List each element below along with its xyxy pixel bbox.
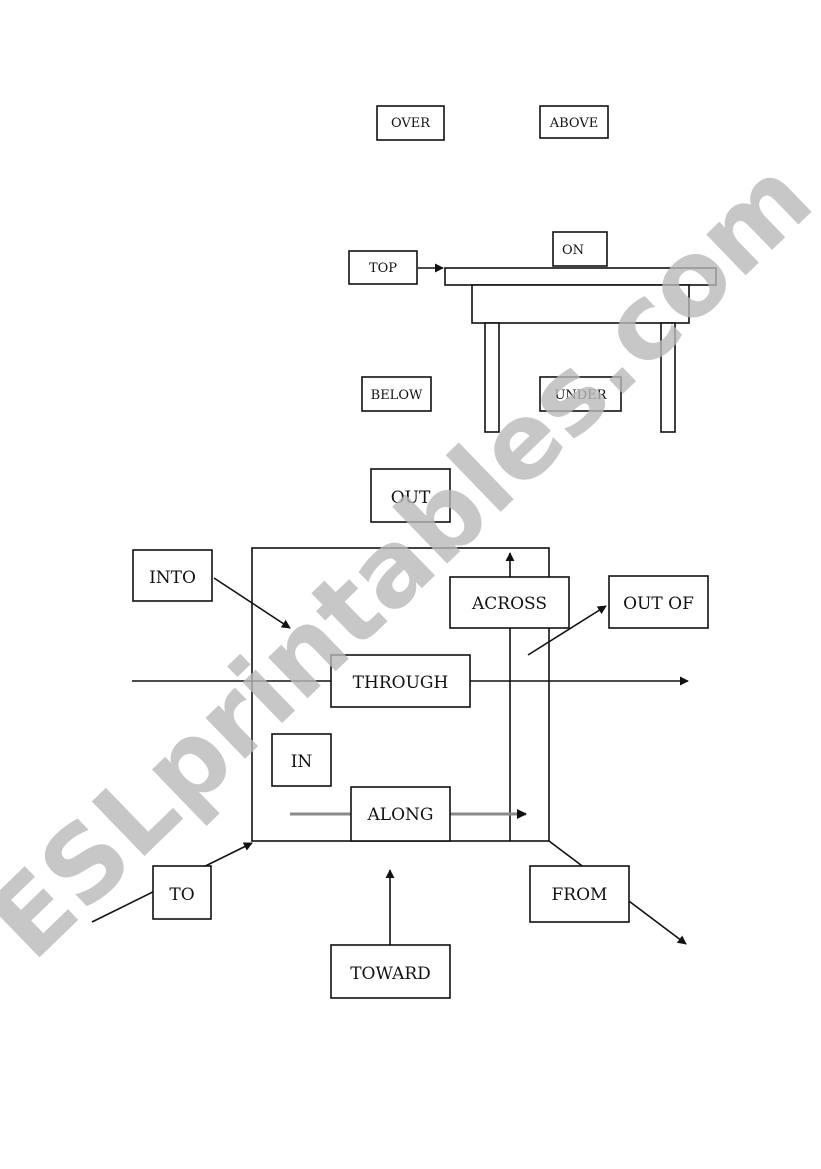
label-into-text: INTO — [149, 568, 196, 588]
label-below: BELOW — [361, 376, 432, 412]
label-to-text: TO — [169, 885, 194, 905]
label-toward-text: TOWARD — [350, 964, 431, 984]
label-over: OVER — [376, 105, 445, 141]
label-across-text: ACROSS — [471, 594, 547, 614]
label-top: TOP — [348, 250, 418, 285]
label-under: UNDER — [539, 376, 622, 412]
label-along-text: ALONG — [367, 805, 434, 825]
label-through: THROUGH — [330, 654, 471, 708]
label-out-of-text: OUT OF — [623, 594, 694, 614]
label-top-text: TOP — [369, 261, 397, 276]
label-on-text: ON — [562, 243, 584, 258]
label-to: TO — [152, 865, 212, 920]
table-apron — [471, 284, 690, 324]
label-over-text: OVER — [391, 116, 431, 131]
label-below-text: BELOW — [371, 388, 423, 403]
label-out: OUT — [370, 468, 451, 523]
label-across: ACROSS — [449, 576, 570, 629]
out-of-arrow — [527, 605, 607, 656]
label-from-text: FROM — [552, 885, 608, 905]
table-leg-left — [484, 322, 500, 433]
table-drawing — [444, 267, 717, 433]
table-leg-right — [660, 322, 676, 433]
label-toward: TOWARD — [330, 944, 451, 999]
label-from: FROM — [529, 865, 630, 923]
label-in: IN — [271, 733, 332, 787]
label-along: ALONG — [350, 786, 451, 842]
label-above: ABOVE — [539, 105, 609, 139]
label-through-text: THROUGH — [353, 673, 449, 693]
label-on: ON — [552, 231, 608, 267]
into-arrow — [213, 577, 291, 629]
label-out-text: OUT — [391, 488, 431, 508]
label-above-text: ABOVE — [549, 116, 599, 131]
label-in-text: IN — [291, 752, 313, 772]
label-under-text: UNDER — [554, 388, 607, 403]
label-out-of: OUT OF — [608, 575, 709, 629]
label-into: INTO — [132, 549, 213, 602]
